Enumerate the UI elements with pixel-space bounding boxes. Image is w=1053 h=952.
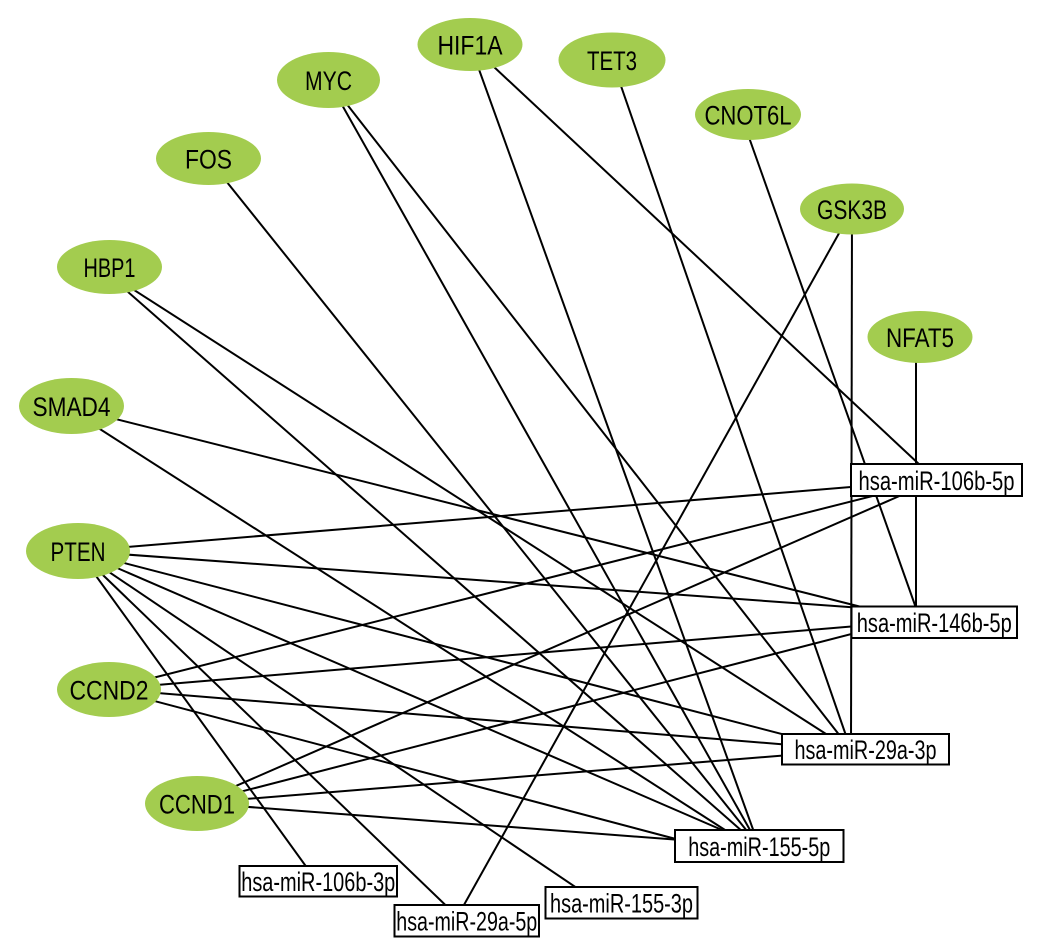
svg-text:hsa-miR-29a-3p: hsa-miR-29a-3p — [795, 735, 937, 765]
svg-text:CCND1: CCND1 — [159, 790, 235, 820]
svg-text:hsa-miR-106b-5p: hsa-miR-106b-5p — [859, 466, 1015, 496]
svg-text:hsa-miR-29a-5p: hsa-miR-29a-5p — [396, 907, 537, 937]
svg-text:SMAD4: SMAD4 — [33, 392, 111, 422]
svg-text:TET3: TET3 — [587, 46, 637, 76]
svg-text:hsa-miR-155-3p: hsa-miR-155-3p — [550, 889, 693, 919]
svg-text:HIF1A: HIF1A — [438, 31, 503, 61]
svg-text:GSK3B: GSK3B — [817, 195, 887, 225]
svg-text:hsa-miR-106b-3p: hsa-miR-106b-3p — [241, 867, 395, 897]
svg-text:hsa-miR-155-5p: hsa-miR-155-5p — [688, 832, 830, 862]
svg-text:CNOT6L: CNOT6L — [705, 101, 792, 131]
svg-text:PTEN: PTEN — [51, 537, 106, 567]
svg-text:FOS: FOS — [185, 145, 232, 175]
svg-text:hsa-miR-146b-5p: hsa-miR-146b-5p — [857, 608, 1012, 638]
svg-text:HBP1: HBP1 — [84, 253, 136, 283]
svg-text:MYC: MYC — [305, 66, 352, 96]
svg-text:CCND2: CCND2 — [70, 676, 149, 706]
svg-text:NFAT5: NFAT5 — [886, 323, 954, 353]
